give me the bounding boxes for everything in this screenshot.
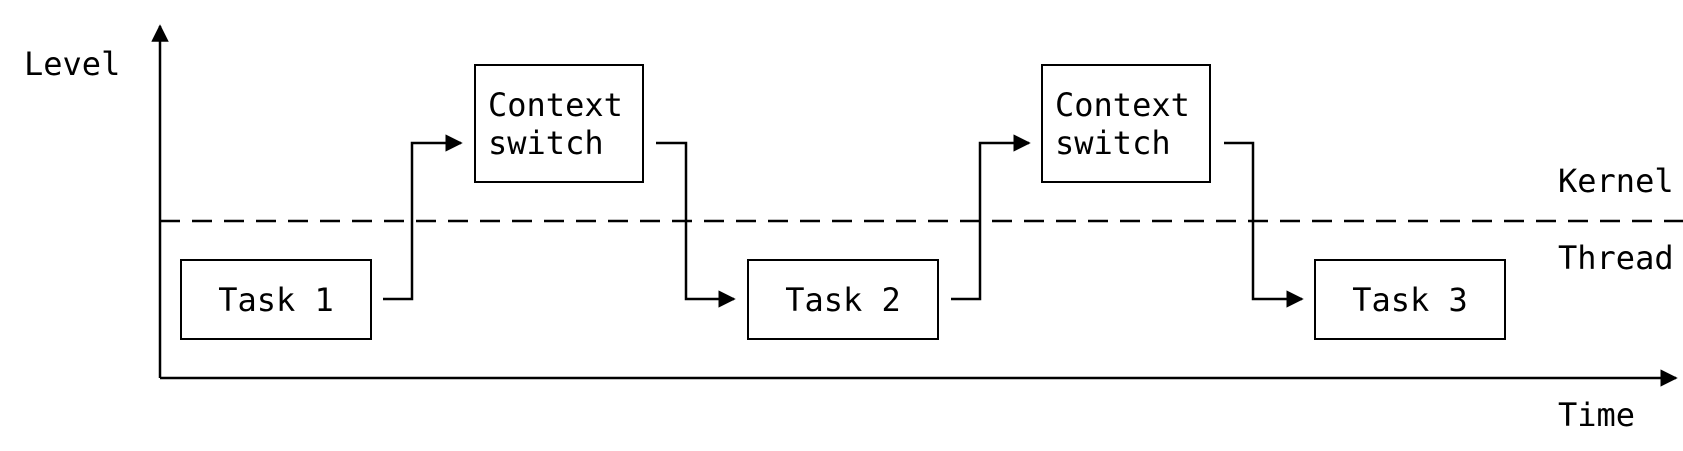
context-switch-line2: switch [1055, 123, 1171, 162]
thread-level-label: Thread [1558, 239, 1674, 277]
task-label: Task 2 [785, 280, 901, 319]
x-axis-label: Time [1558, 396, 1636, 434]
context-switch-line2: switch [488, 123, 604, 162]
connector-task1-to-switch1 [383, 134, 463, 301]
context-switch-box-1: Context switch [474, 64, 644, 183]
task-box-2: Task 2 [747, 259, 939, 340]
y-axis-label: Level [24, 45, 121, 83]
kernel-level-label: Kernel [1558, 162, 1674, 200]
connector-switch1-to-task2 [656, 141, 736, 308]
task-box-1: Task 1 [180, 259, 372, 340]
connector-task2-to-switch2 [951, 134, 1031, 301]
task-label: Task 1 [218, 280, 334, 319]
context-switch-line1: Context [488, 85, 623, 124]
context-switch-box-2: Context switch [1041, 64, 1211, 183]
task-label: Task 3 [1352, 280, 1468, 319]
context-switch-line1: Context [1055, 85, 1190, 124]
connector-switch2-to-task3 [1224, 141, 1304, 308]
task-box-3: Task 3 [1314, 259, 1506, 340]
